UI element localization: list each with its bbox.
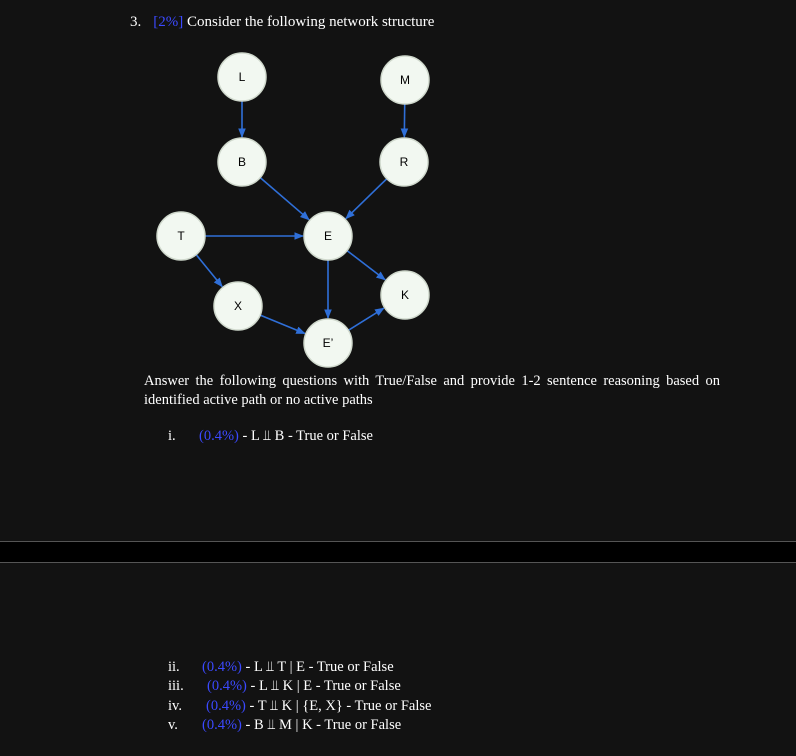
node-k: K xyxy=(381,271,429,319)
page-2: ii.(0.4%) - L ⫫ T | E - True or False ii… xyxy=(0,562,796,756)
node-label: M xyxy=(400,73,410,87)
item-number: v. xyxy=(168,717,202,734)
node-t: T xyxy=(157,212,205,260)
instructions-text: Answer the following questions with True… xyxy=(144,372,720,410)
item-number: ii. xyxy=(168,659,202,676)
node-label: K xyxy=(401,288,409,302)
item-text: - B ⫫ M | K - True or False xyxy=(242,717,401,733)
question-item-iii: iii.(0.4%) - L ⫫ K | E - True or False xyxy=(168,678,401,695)
node-label: T xyxy=(177,229,185,243)
page-1: 3.[2%] Consider the following network st… xyxy=(0,0,796,542)
network-diagram: L M B R T E K X E’ xyxy=(0,0,796,370)
node-label: R xyxy=(400,155,409,169)
item-text: - L ⫫ B - True or False xyxy=(239,428,373,444)
item-weight: (0.4%) xyxy=(202,659,242,675)
item-weight: (0.4%) xyxy=(207,678,247,694)
item-number: iv. xyxy=(168,698,206,715)
item-number: i. xyxy=(168,428,199,445)
node-label: E’ xyxy=(323,336,334,350)
item-weight: (0.4%) xyxy=(202,717,242,733)
edge-x-to-ep xyxy=(260,315,305,333)
item-number: iii. xyxy=(168,678,207,695)
node-r: R xyxy=(380,138,428,186)
edge-t-to-x xyxy=(196,255,222,287)
node-label: E xyxy=(324,229,332,243)
question-item-ii: ii.(0.4%) - L ⫫ T | E - True or False xyxy=(168,659,394,676)
node-m: M xyxy=(381,56,429,104)
node-label: B xyxy=(238,155,246,169)
node-e: E xyxy=(304,212,352,260)
question-item-iv: iv.(0.4%) - T ⫫ K | {E, X} - True or Fal… xyxy=(168,698,431,715)
node-ep: E’ xyxy=(304,319,352,367)
item-text: - L ⫫ K | E - True or False xyxy=(247,678,401,694)
item-text: - L ⫫ T | E - True or False xyxy=(242,659,394,675)
node-label: L xyxy=(239,70,246,84)
edge-ep-to-k xyxy=(348,308,383,330)
item-text: - T ⫫ K | {E, X} - True or False xyxy=(246,698,432,714)
node-b: B xyxy=(218,138,266,186)
question-item-v: v.(0.4%) - B ⫫ M | K - True or False xyxy=(168,717,401,734)
edge-r-to-e xyxy=(346,179,387,219)
node-label: X xyxy=(234,299,242,313)
node-l: L xyxy=(218,53,266,101)
edge-e-to-k xyxy=(347,251,385,280)
question-item-i: i.(0.4%) - L ⫫ B - True or False xyxy=(168,428,373,445)
node-x: X xyxy=(214,282,262,330)
item-weight: (0.4%) xyxy=(206,698,246,714)
edge-b-to-e xyxy=(260,178,309,220)
item-weight: (0.4%) xyxy=(199,428,239,444)
